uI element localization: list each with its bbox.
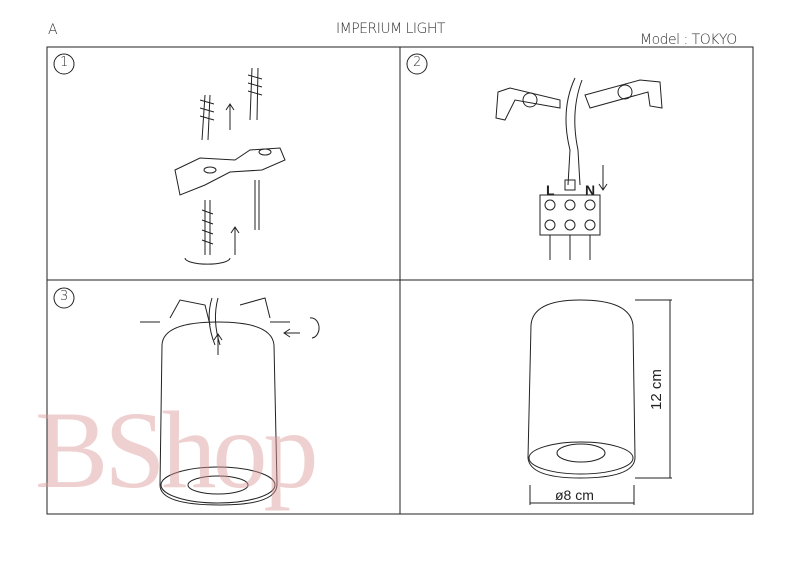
brand-title: IMPERIUM LIGHT	[336, 21, 446, 37]
step-3-number: 3	[60, 289, 68, 304]
watermark: BShop	[35, 389, 319, 511]
dimension-illustration	[527, 299, 672, 505]
step-1-number: 1	[60, 55, 68, 70]
terminal-n-label: N	[585, 182, 595, 198]
step-3-circle	[53, 287, 75, 309]
step-3-illustration	[140, 297, 320, 506]
step-2-number: 2	[413, 55, 421, 70]
step-1-circle	[53, 53, 75, 75]
step-1-illustration	[174, 67, 286, 265]
terminal-l-label: L	[546, 182, 555, 198]
diameter-dimension: ø8 cm	[555, 487, 594, 503]
step-2-illustration	[495, 77, 663, 260]
sheet-letter: A	[48, 22, 58, 38]
model-label: Model : TOKYO	[640, 32, 737, 48]
step-2-circle	[406, 53, 428, 75]
height-dimension: 12 cm	[648, 369, 665, 410]
